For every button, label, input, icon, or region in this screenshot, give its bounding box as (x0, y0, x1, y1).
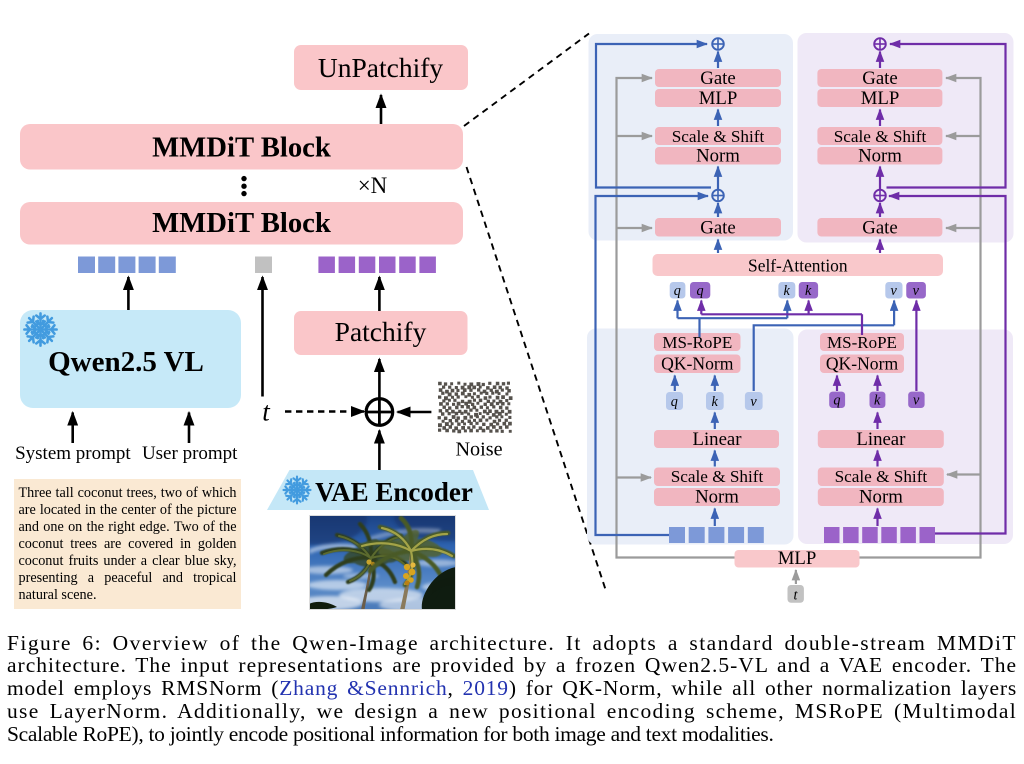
svg-text:User prompt: User prompt (142, 443, 238, 464)
svg-text:Noise: Noise (455, 439, 502, 461)
svg-text:Gate: Gate (700, 218, 735, 239)
svg-text:v: v (891, 283, 898, 299)
svg-text:Self-Attention: Self-Attention (748, 256, 848, 276)
svg-text:Qwen2.5 VL: Qwen2.5 VL (48, 346, 204, 378)
svg-text:MS-RoPE: MS-RoPE (827, 333, 897, 352)
svg-text:t: t (794, 588, 799, 604)
svg-text:q: q (674, 283, 681, 299)
svg-text:q: q (671, 394, 678, 410)
svg-text:v: v (913, 283, 920, 299)
svg-text:Linear: Linear (856, 429, 906, 450)
svg-text:MS-RoPE: MS-RoPE (662, 333, 732, 352)
svg-text:Gate: Gate (862, 218, 897, 239)
svg-text:Linear: Linear (692, 429, 742, 450)
svg-text:v: v (913, 393, 920, 409)
svg-text:×N: ×N (358, 173, 388, 198)
svg-text:MMDiT Block: MMDiT Block (152, 132, 331, 164)
svg-text:k: k (874, 393, 881, 409)
svg-text:Gate: Gate (700, 68, 735, 89)
svg-text:MLP: MLP (861, 88, 900, 109)
svg-text:MMDiT Block: MMDiT Block (152, 207, 331, 239)
svg-text:k: k (783, 283, 790, 299)
svg-text:UnPatchify: UnPatchify (318, 52, 444, 83)
svg-text:MLP: MLP (778, 548, 817, 569)
svg-text:k: k (711, 394, 718, 410)
svg-text:Norm: Norm (858, 146, 902, 167)
svg-text:Patchify: Patchify (335, 316, 427, 347)
svg-text:System prompt: System prompt (15, 443, 131, 464)
svg-text:Norm: Norm (859, 487, 903, 508)
svg-text:Gate: Gate (862, 68, 897, 89)
svg-text:Scale & Shift: Scale & Shift (671, 467, 764, 486)
svg-text:q: q (696, 283, 703, 299)
svg-text:Scale & Shift: Scale & Shift (834, 127, 927, 146)
svg-text:MLP: MLP (699, 88, 738, 109)
svg-text:Norm: Norm (695, 487, 739, 508)
svg-text:q: q (833, 393, 840, 409)
svg-text:QK-Norm: QK-Norm (661, 354, 734, 374)
svg-text:VAE Encoder: VAE Encoder (315, 477, 473, 507)
svg-text:v: v (750, 394, 757, 410)
svg-text:k: k (805, 283, 812, 299)
svg-text:Scale & Shift: Scale & Shift (672, 127, 765, 146)
svg-text:t: t (262, 397, 271, 427)
svg-text:Scale & Shift: Scale & Shift (835, 467, 928, 486)
svg-text:QK-Norm: QK-Norm (826, 354, 899, 374)
svg-text:Norm: Norm (696, 146, 740, 167)
